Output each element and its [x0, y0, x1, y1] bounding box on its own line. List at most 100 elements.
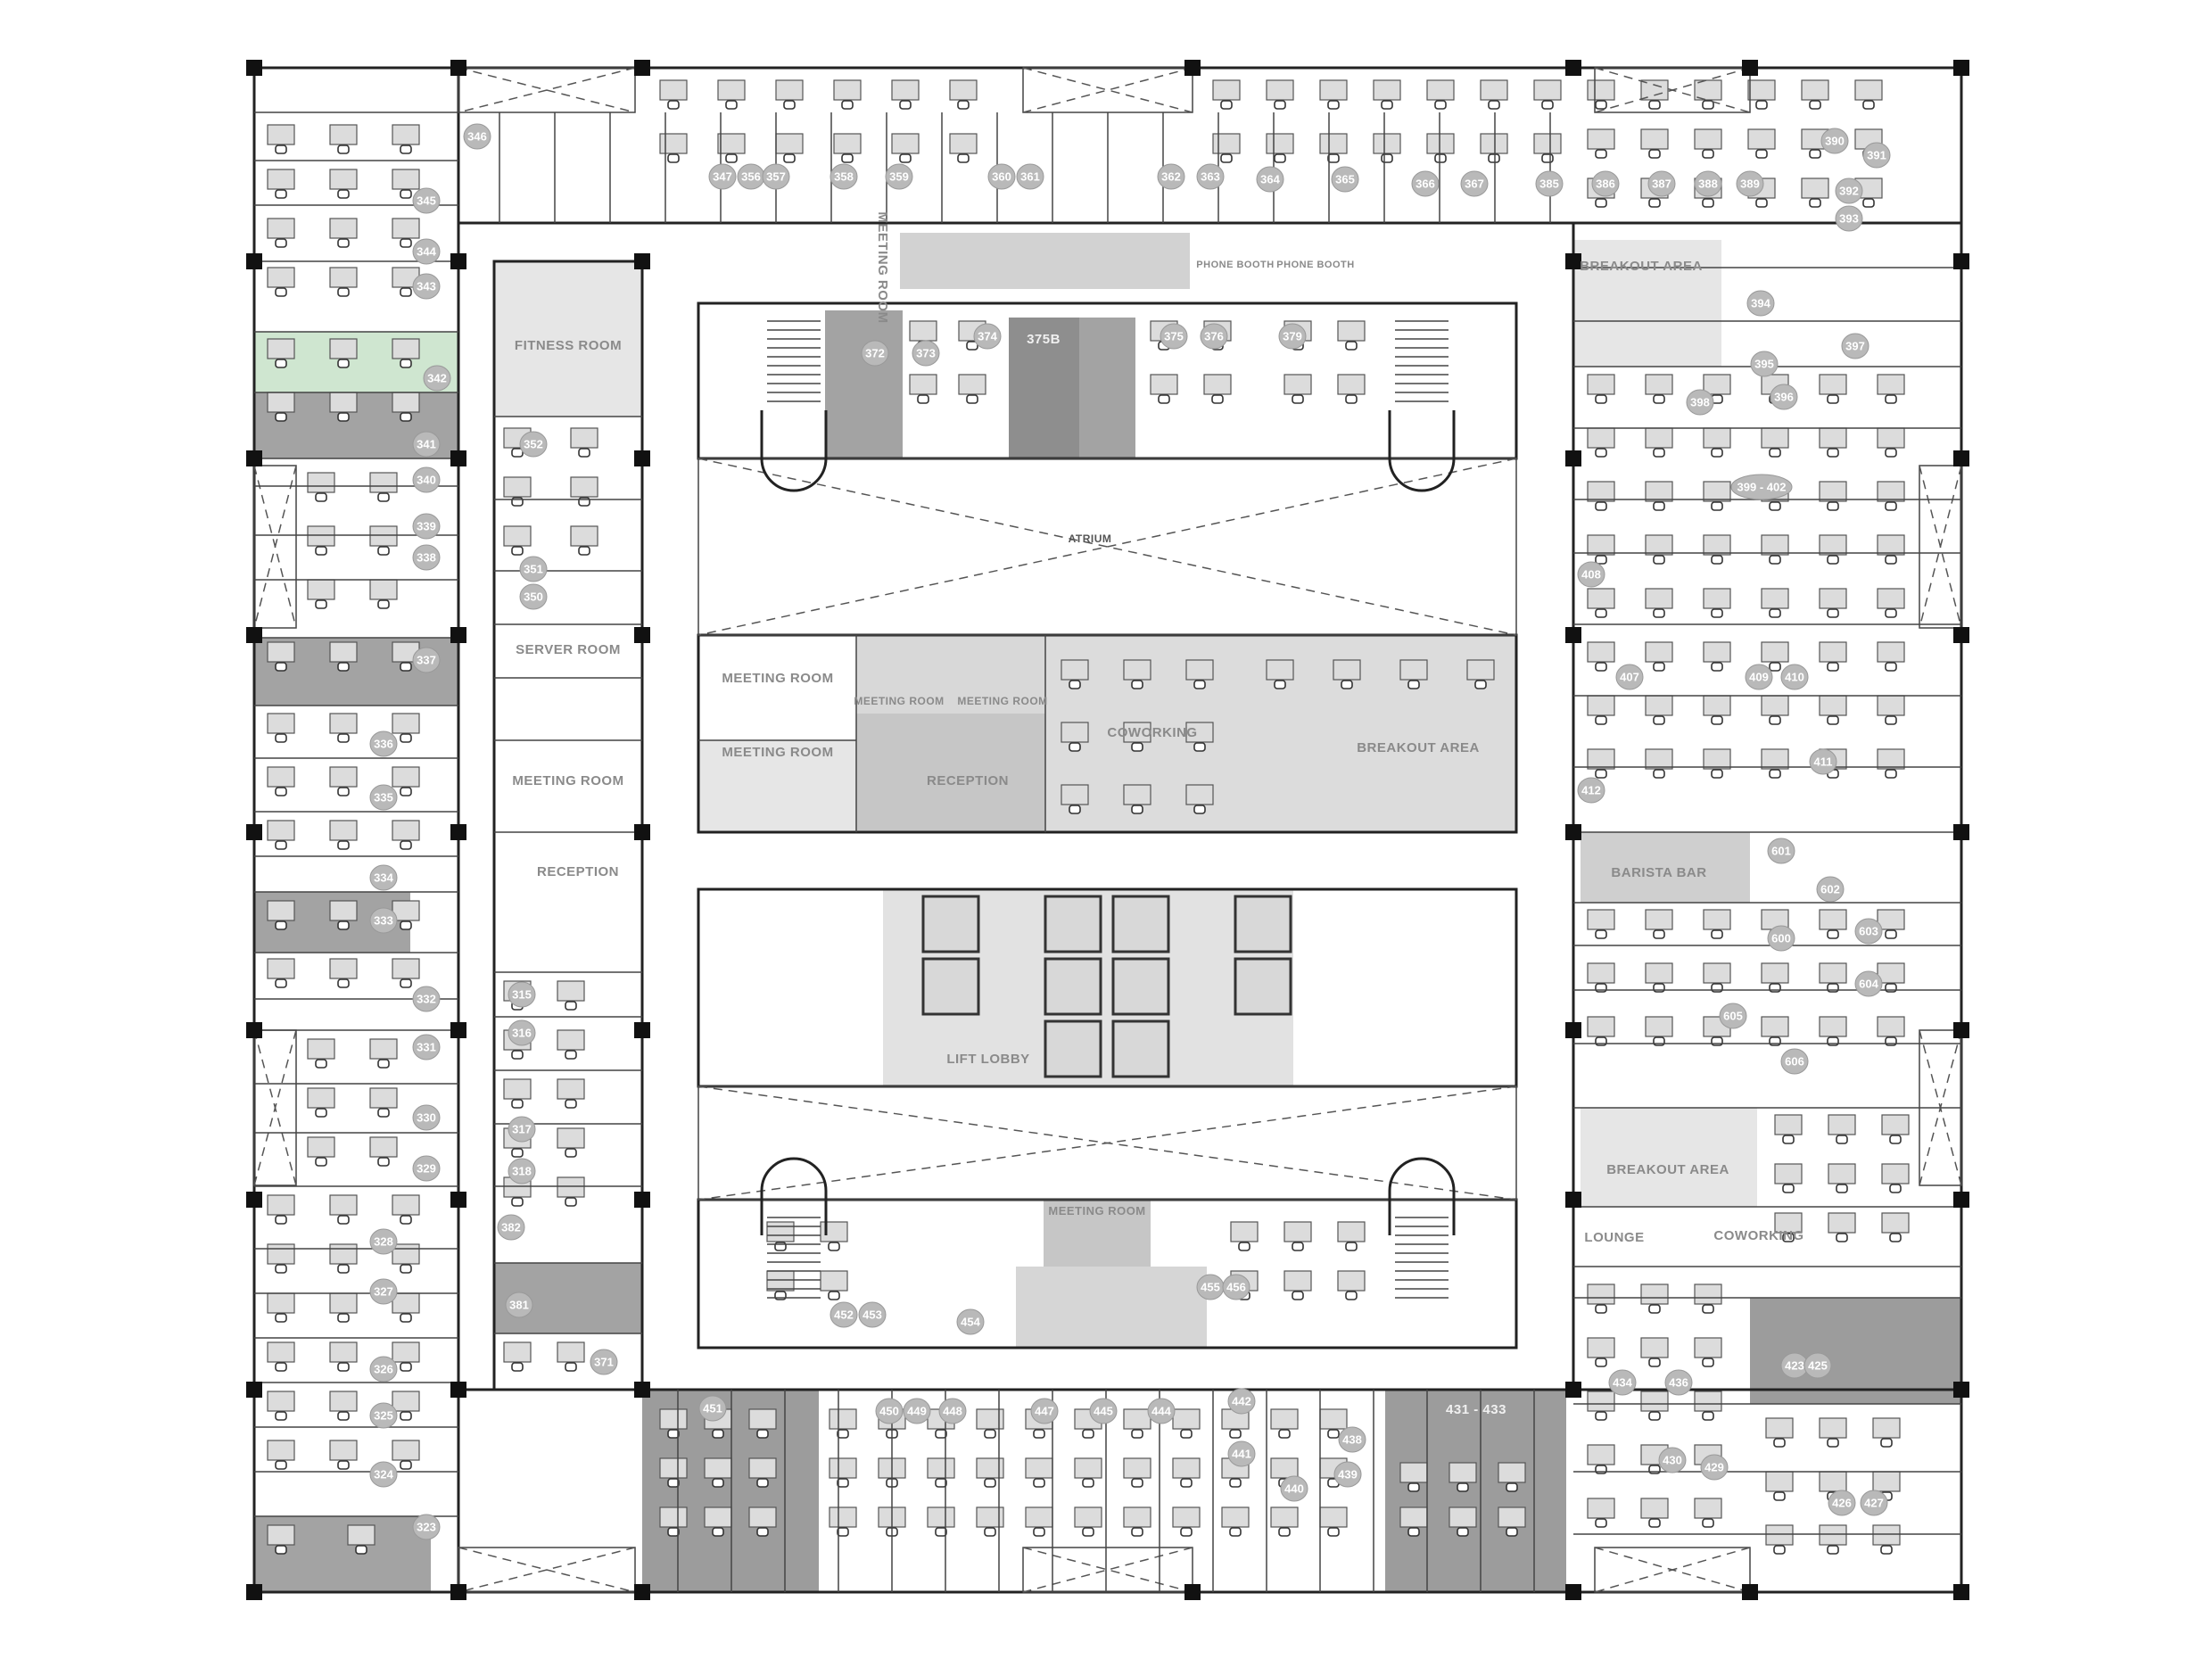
room-number-badge[interactable]: 323: [412, 1514, 441, 1540]
label-phone-booth-1[interactable]: PHONE BOOTH: [1196, 260, 1274, 270]
room-number-badge[interactable]: 338: [412, 544, 441, 571]
room-number-badge[interactable]: 447: [1030, 1398, 1059, 1424]
room-number-badge[interactable]: 603: [1854, 918, 1883, 945]
room-number-badge[interactable]: 330: [412, 1104, 441, 1131]
room-number-badge[interactable]: 376: [1200, 323, 1228, 350]
label-meeting-room-top[interactable]: MEETING ROOM: [875, 211, 890, 323]
label-meeting-room-left[interactable]: MEETING ROOM: [512, 773, 623, 788]
label-lounge[interactable]: LOUNGE: [1584, 1230, 1644, 1245]
room-number-badge[interactable]: 379: [1278, 323, 1307, 350]
room-number-badge[interactable]: 600: [1767, 925, 1795, 952]
label-reception-left[interactable]: RECEPTION: [537, 864, 619, 879]
room-number-badge[interactable]: 394: [1746, 290, 1775, 317]
room-number-badge[interactable]: 346: [463, 123, 491, 150]
label-room-431-433[interactable]: 431 - 433: [1446, 1402, 1506, 1417]
room-number-badge[interactable]: 364: [1256, 166, 1284, 193]
room-number-badge[interactable]: 430: [1658, 1447, 1687, 1473]
room-number-badge[interactable]: 445: [1089, 1398, 1118, 1424]
label-barista-bar[interactable]: BARISTA BAR: [1611, 865, 1706, 880]
room-number-badge[interactable]: 440: [1280, 1475, 1308, 1502]
room-number-badge[interactable]: 423: [1780, 1352, 1809, 1379]
room-number-badge[interactable]: 425: [1803, 1352, 1832, 1379]
room-number-badge[interactable]: 449: [903, 1398, 931, 1424]
room-number-badge[interactable]: 452: [830, 1301, 858, 1328]
room-number-badge[interactable]: 328: [369, 1228, 398, 1255]
room-number-badge[interactable]: 326: [369, 1356, 398, 1382]
room-number-badge[interactable]: 450: [875, 1398, 904, 1424]
room-number-badge[interactable]: 456: [1222, 1274, 1250, 1300]
room-number-badge[interactable]: 436: [1664, 1369, 1693, 1396]
room-number-badge[interactable]: 388: [1694, 170, 1722, 197]
label-meeting-room-bottom[interactable]: MEETING ROOM: [1048, 1204, 1145, 1217]
label-breakout-area-central[interactable]: BREAKOUT AREA: [1357, 740, 1480, 755]
room-number-badge[interactable]: 332: [412, 986, 441, 1012]
room-number-badge[interactable]: 453: [858, 1301, 887, 1328]
room-number-badge[interactable]: 365: [1331, 166, 1359, 193]
room-number-badge[interactable]: 357: [762, 163, 790, 190]
room-number-badge[interactable]: 360: [987, 163, 1016, 190]
room-number-badge[interactable]: 372: [861, 340, 889, 367]
room-number-badge[interactable]: 448: [938, 1398, 967, 1424]
room-number-badge[interactable]: 399 - 402: [1730, 474, 1793, 500]
label-phone-booth-2[interactable]: PHONE BOOTH: [1276, 260, 1354, 270]
room-number-badge[interactable]: 335: [369, 784, 398, 811]
room-number-badge[interactable]: 382: [497, 1214, 525, 1241]
room-number-badge[interactable]: 340: [412, 466, 441, 493]
room-number-badge[interactable]: 371: [590, 1349, 618, 1375]
room-number-badge[interactable]: 441: [1227, 1440, 1256, 1467]
room-number-badge[interactable]: 398: [1686, 389, 1714, 416]
label-server-room[interactable]: SERVER ROOM: [516, 642, 621, 657]
room-number-badge[interactable]: 407: [1615, 664, 1644, 690]
label-lift-lobby[interactable]: LIFT LOBBY: [946, 1052, 1029, 1067]
room-number-badge[interactable]: 343: [412, 273, 441, 300]
room-number-badge[interactable]: 602: [1816, 876, 1845, 903]
label-fitness-room[interactable]: FITNESS ROOM: [515, 338, 622, 353]
room-number-badge[interactable]: 411: [1809, 748, 1837, 775]
room-number-badge[interactable]: 329: [412, 1155, 441, 1182]
room-number-badge[interactable]: 361: [1016, 163, 1044, 190]
room-number-badge[interactable]: 374: [973, 323, 1002, 350]
label-meeting-room-central-4[interactable]: MEETING ROOM: [957, 695, 1047, 707]
room-number-badge[interactable]: 392: [1835, 177, 1863, 204]
label-breakout-area-top[interactable]: BREAKOUT AREA: [1580, 259, 1703, 274]
room-number-badge[interactable]: 386: [1591, 170, 1620, 197]
room-number-badge[interactable]: 397: [1841, 333, 1869, 359]
label-meeting-room-central-3[interactable]: MEETING ROOM: [854, 695, 944, 707]
room-number-badge[interactable]: 363: [1196, 163, 1225, 190]
room-number-badge[interactable]: 409: [1745, 664, 1773, 690]
room-number-badge[interactable]: 359: [885, 163, 913, 190]
room-number-badge[interactable]: 375: [1160, 323, 1188, 350]
room-number-badge[interactable]: 439: [1333, 1461, 1362, 1488]
label-meeting-room-central-2[interactable]: MEETING ROOM: [722, 745, 833, 760]
room-number-badge[interactable]: 605: [1719, 1003, 1747, 1029]
room-number-badge[interactable]: 604: [1854, 970, 1883, 997]
room-number-badge[interactable]: 356: [737, 163, 765, 190]
room-number-badge[interactable]: 606: [1780, 1048, 1809, 1075]
room-number-badge[interactable]: 367: [1460, 170, 1489, 197]
room-number-badge[interactable]: 345: [412, 187, 441, 214]
room-number-badge[interactable]: 408: [1577, 561, 1605, 588]
room-number-badge[interactable]: 387: [1647, 170, 1676, 197]
room-number-badge[interactable]: 390: [1820, 128, 1849, 154]
room-number-badge[interactable]: 393: [1835, 205, 1863, 232]
room-number-badge[interactable]: 325: [369, 1402, 398, 1429]
label-breakout-area-right[interactable]: BREAKOUT AREA: [1606, 1162, 1729, 1177]
room-number-badge[interactable]: 442: [1227, 1388, 1256, 1415]
room-number-badge[interactable]: 358: [830, 163, 858, 190]
room-number-badge[interactable]: 352: [519, 431, 548, 458]
room-number-badge[interactable]: 334: [369, 864, 398, 891]
room-number-badge[interactable]: 444: [1147, 1398, 1176, 1424]
room-number-badge[interactable]: 317: [508, 1116, 536, 1143]
room-number-badge[interactable]: 385: [1535, 170, 1564, 197]
label-reception-central[interactable]: RECEPTION: [927, 773, 1009, 788]
room-number-badge[interactable]: 331: [412, 1034, 441, 1061]
room-number-badge[interactable]: 451: [698, 1395, 727, 1422]
room-number-badge[interactable]: 381: [505, 1292, 533, 1318]
room-number-badge[interactable]: 342: [423, 365, 451, 392]
room-number-badge[interactable]: 327: [369, 1278, 398, 1305]
room-number-badge[interactable]: 438: [1338, 1426, 1366, 1453]
room-number-badge[interactable]: 427: [1860, 1490, 1888, 1516]
room-number-badge[interactable]: 350: [519, 583, 548, 610]
room-number-badge[interactable]: 391: [1862, 142, 1891, 169]
room-number-badge[interactable]: 318: [508, 1158, 536, 1184]
